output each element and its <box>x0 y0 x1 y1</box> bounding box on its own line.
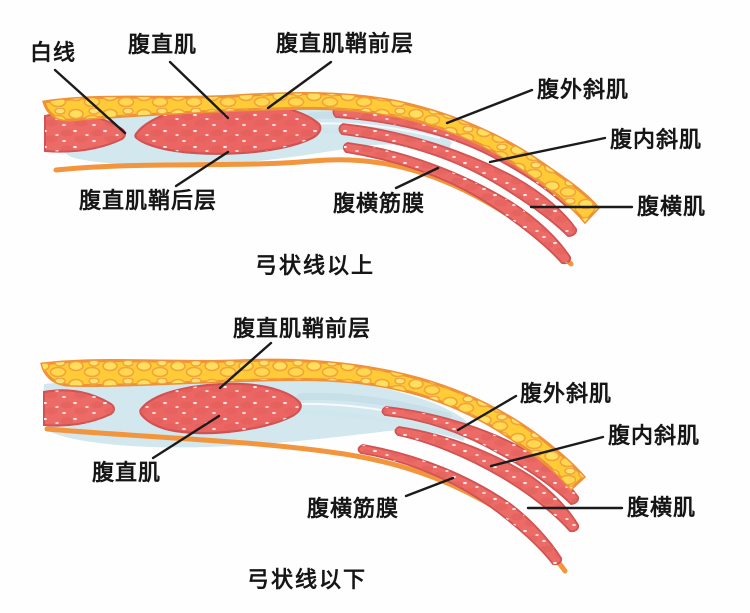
label-posterior-sheath-top: 腹直肌鞘后层 <box>79 188 218 213</box>
leader-posterior-sheath-top <box>174 150 230 188</box>
label-transversus-top: 腹横肌 <box>637 194 707 219</box>
label-rectus-abdominis-bottom: 腹直肌 <box>92 460 162 485</box>
label-internal-oblique-top: 腹内斜肌 <box>610 127 703 152</box>
leader-rectus-top <box>168 60 230 120</box>
label-rectus-abdominis-top: 腹直肌 <box>128 32 198 57</box>
caption-below-arcuate-line: 弓状线以下 <box>247 567 368 592</box>
leader-external-oblique-bottom <box>456 394 518 432</box>
leader-external-oblique-top <box>445 88 534 125</box>
label-anterior-sheath-bottom: 腹直肌鞘前层 <box>233 316 372 341</box>
leader-internal-oblique-bottom <box>489 435 605 468</box>
aponeurosis-highlight <box>307 122 441 139</box>
leader-anterior-sheath-top <box>266 60 333 110</box>
label-transversalis-top: 腹横筋膜 <box>333 191 426 216</box>
aponeurosis-wisp <box>296 392 452 420</box>
panel-below-arcuate-line <box>40 341 624 574</box>
leader-internal-oblique-top <box>488 136 607 164</box>
caption-above-arcuate-line: 弓状线以上 <box>255 253 376 278</box>
label-internal-oblique-bottom: 腹内斜肌 <box>608 423 701 448</box>
leader-anterior-sheath-bottom <box>218 341 273 390</box>
label-external-oblique-top: 腹外斜肌 <box>537 77 630 102</box>
leader-linea-alba <box>53 68 127 135</box>
label-linea-alba: 白线 <box>30 40 77 65</box>
label-external-oblique-bottom: 腹外斜肌 <box>520 381 613 406</box>
label-transversus-bottom: 腹横肌 <box>627 495 697 520</box>
label-transversalis-bottom: 腹横筋膜 <box>307 496 400 521</box>
label-anterior-sheath-top: 腹直肌鞘前层 <box>276 31 415 56</box>
leader-transversalis-fascia-bottom <box>404 476 455 498</box>
leader-rectus-bottom <box>151 414 221 460</box>
panel-above-arcuate-line <box>42 60 634 267</box>
leader-lines-top <box>53 60 634 209</box>
leader-transversalis-fascia-top <box>394 166 440 190</box>
leader-lines-bottom <box>151 341 624 510</box>
aponeurosis-wisp <box>293 409 453 437</box>
